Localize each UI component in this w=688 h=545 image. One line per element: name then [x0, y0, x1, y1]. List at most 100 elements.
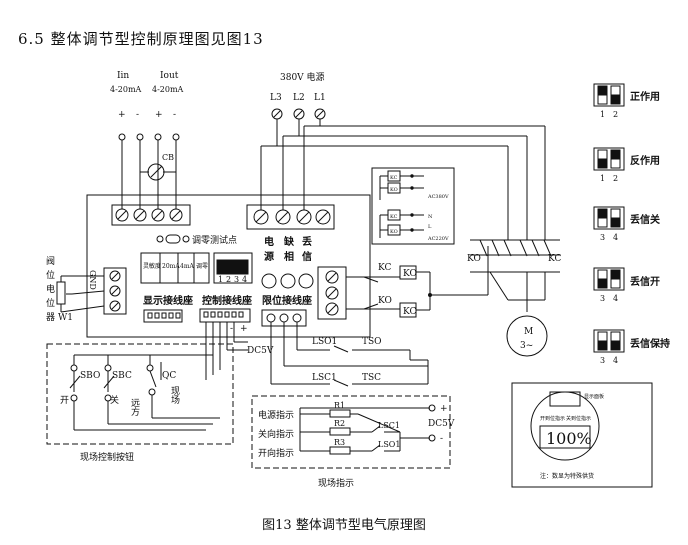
tso-label: TSO [362, 337, 382, 347]
r2-label: R2 [334, 419, 345, 428]
w1-label: W1 [58, 313, 73, 323]
input-terminal-block [111, 204, 191, 226]
l3-label: L3 [270, 93, 282, 103]
ammeter-icon [147, 163, 165, 181]
remote-label: 远方 [129, 398, 140, 417]
dip-loss-hold-label: 丢信保持 [630, 337, 670, 350]
zero-point-label: 调零测试点 [192, 234, 237, 246]
tsc-label: TSC [362, 373, 381, 383]
dip-normal-n1: 1 [600, 110, 605, 119]
display-note: 注：数显为特殊供货 [540, 472, 594, 480]
open-label: 开 [60, 395, 69, 406]
dip-normal-n2: 2 [613, 110, 618, 119]
iin-plus: + [118, 110, 126, 120]
pot-terminal-block [103, 267, 127, 315]
dip-label-2: 20mA [162, 263, 180, 270]
dip-label-1: 灵敏度 [143, 262, 161, 270]
section-heading: 6.5 整体调节型控制原理图见图13 [18, 30, 264, 48]
iin-minus: - [136, 110, 139, 120]
lso1-label: LSO1 [312, 337, 337, 347]
limit-socket-label: 限位接线座 [262, 294, 312, 307]
ac220v-label: AC220V [427, 236, 449, 242]
dip-loss-close [593, 206, 625, 230]
motor-ko-label: KO [467, 254, 481, 264]
local-label: 现场 [169, 386, 180, 405]
display-open-lamp: 开到位指示 [540, 415, 565, 422]
dip-num-4: 4 [242, 275, 247, 284]
close-label: 关 [110, 394, 119, 406]
dip-normal [593, 83, 625, 107]
dc5v-label: DC5V [247, 346, 274, 356]
potentiometer [56, 281, 66, 305]
display-close-lamp: 关到位指示 [566, 415, 591, 422]
relay-box-ko-2: KO [390, 229, 398, 235]
motor-phase-label: 3~ [520, 341, 533, 351]
pot-label-3: 电 [46, 283, 55, 295]
display-percent: 100% [546, 429, 592, 448]
r1-label: R1 [334, 401, 345, 410]
open-indicator-label: 开向指示 [258, 447, 294, 459]
power-indicator-label: 电源指示 [258, 409, 294, 421]
dip-loss-open [593, 267, 625, 291]
relay-terminal-block [317, 266, 347, 320]
ind-minus: - [440, 434, 443, 444]
sbc-label: SBC [112, 371, 132, 381]
dip-lh-n4: 4 [613, 356, 618, 365]
pot-label-1: 阀 [46, 256, 55, 267]
controller-board [86, 194, 371, 338]
dip-num-2: 2 [226, 275, 231, 284]
relay-wiring-box [371, 167, 455, 245]
local-control-box [46, 343, 234, 445]
lamp-label-2: 源 [264, 250, 274, 263]
dip-normal-label: 正作用 [630, 90, 660, 103]
ind-dc5v-label: DC5V [428, 419, 455, 429]
relay-box-kc-2: KC [390, 214, 398, 220]
iin-label: Iin [117, 71, 129, 81]
local-control-title: 现场控制按钮 [80, 451, 134, 463]
l-label: L [428, 224, 432, 230]
dip-lc-n4: 4 [613, 233, 618, 242]
kc-relay-label: KC [378, 263, 391, 273]
gnd-label: GND [88, 270, 97, 290]
iout-label: Iout [160, 71, 179, 81]
indicator-box [251, 395, 451, 469]
ko-coil-label: KO [403, 269, 417, 279]
dip-lo-n3: 3 [600, 294, 605, 303]
iout-plus: + [155, 110, 163, 120]
ind-lso1-label: LSO1 [378, 440, 400, 449]
l1-label: L1 [314, 93, 326, 103]
dip-num-1: 1 [218, 275, 223, 284]
lamp-label-6: 信 [302, 250, 312, 263]
ind-lsc1-label: LSC1 [378, 421, 400, 430]
l2-label: L2 [293, 93, 305, 103]
r3-label: R3 [334, 438, 345, 447]
control-socket-label: 控制接线座 [202, 294, 252, 307]
dip-loss-open-label: 丢信开 [630, 275, 660, 288]
pot-label-5: 器 [46, 312, 55, 323]
motor-m-label: M [524, 327, 533, 337]
display-socket-label: 显示接线座 [143, 294, 193, 307]
dip-label-4: 调零 [196, 262, 208, 270]
iout-minus: - [173, 110, 176, 120]
qc-label: QC [162, 371, 176, 381]
power-label: 380V 电源 [280, 71, 325, 83]
n-label: N [428, 214, 433, 220]
pot-label-4: 位 [46, 297, 55, 309]
dip-reverse [593, 147, 625, 171]
dip-label-3: 4mA [180, 263, 195, 270]
sbo-label: SBO [80, 371, 100, 381]
ind-plus: + [440, 404, 448, 414]
iin-range: 4-20mA [110, 85, 142, 94]
dip-reverse-n2: 2 [613, 174, 618, 183]
iout-range: 4-20mA [152, 85, 184, 94]
dip-num-3: 3 [234, 275, 239, 284]
kc-coil-label: KC [403, 307, 416, 317]
socket-minus: - [230, 324, 233, 334]
dip-lc-n3: 3 [600, 233, 605, 242]
lamp-label-4: 相 [284, 250, 294, 263]
lamp-label-3: 缺 [283, 235, 295, 248]
power-terminal-block [246, 204, 335, 230]
dip-loss-hold [593, 329, 625, 353]
dip-reverse-label: 反作用 [630, 154, 660, 167]
